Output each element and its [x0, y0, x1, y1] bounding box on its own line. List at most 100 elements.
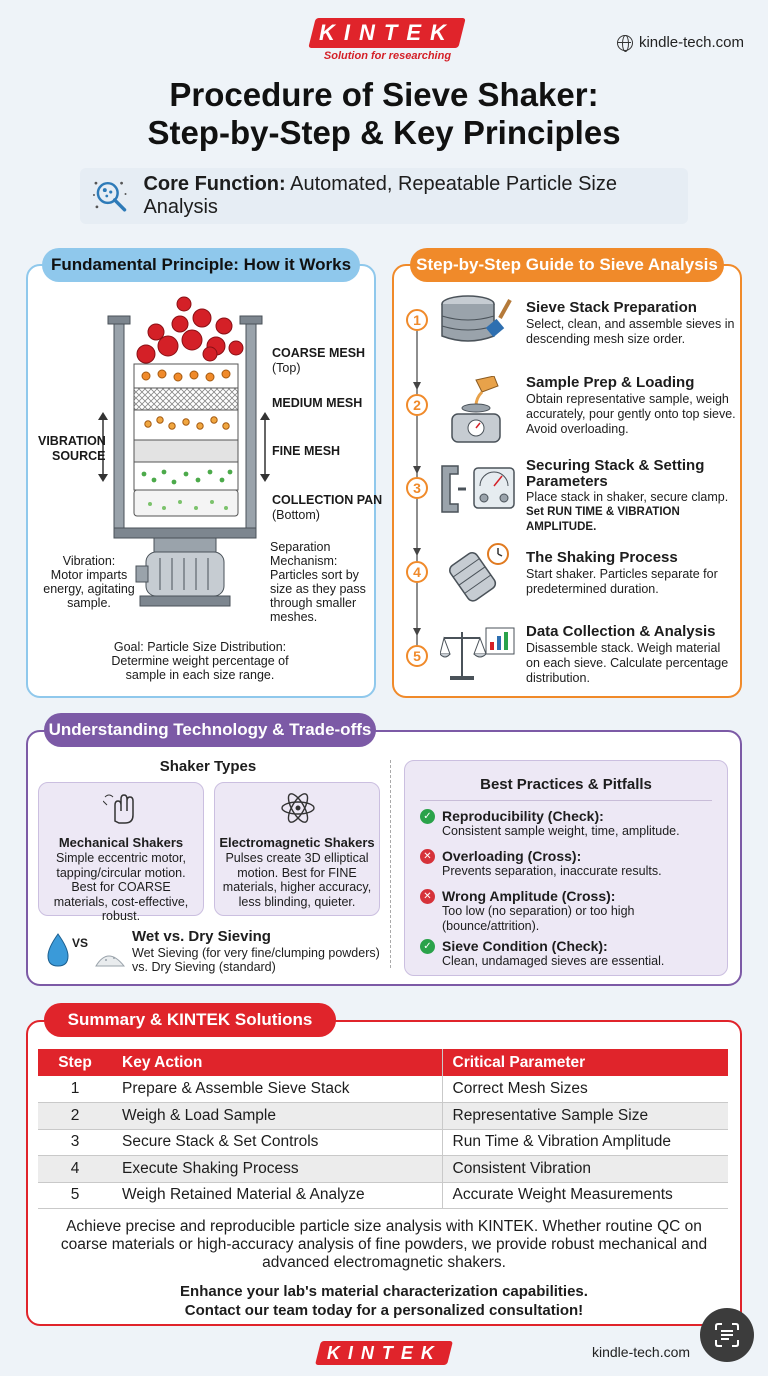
table-row: 5 Weigh Retained Material & Analyze Accu… — [38, 1182, 728, 1209]
cell-action: Weigh Retained Material & Analyze — [112, 1182, 442, 1209]
title-line-1: Procedure of Sieve Shaker: — [169, 76, 599, 113]
table-row: 1 Prepare & Assemble Sieve Stack Correct… — [38, 1076, 728, 1103]
cell-parameter: Run Time & Vibration Amplitude — [441, 1129, 728, 1156]
bp-item-sieve-condition: ✓ Sieve Condition (Check): Clean, undama… — [420, 938, 710, 969]
wet-vs-dry-icon — [47, 933, 126, 967]
kintek-logo[interactable]: KINTEK — [308, 18, 466, 48]
goal-desc-1: Determine weight percentage of — [111, 654, 289, 668]
fine-mesh-label: FINE MESH — [272, 444, 341, 458]
best-practices-title: Best Practices & Pitfalls — [480, 776, 652, 793]
bp-item-wrong-amplitude: ✕ Wrong Amplitude (Cross): Too low (no s… — [420, 888, 710, 933]
cell-step: 3 — [38, 1129, 112, 1156]
bp-title: Overloading (Cross): — [442, 848, 582, 864]
check-icon: ✓ — [420, 809, 435, 824]
bp-desc: Clean, undamaged sieves are essential. — [442, 954, 665, 968]
electromagnetic-desc: Pulses create 3D elliptical motion. Best… — [222, 851, 372, 909]
separation-desc-2: size as they pass — [270, 582, 366, 596]
cell-action: Prepare & Assemble Sieve Stack — [112, 1076, 442, 1103]
tech-divider — [390, 760, 391, 968]
vibration-note: Vibration: Motor imparts energy, agitati… — [30, 554, 148, 610]
mechanical-card: Mechanical Shakers Simple eccentric moto… — [38, 782, 204, 923]
summary-heading: Summary & KINTEK Solutions — [44, 1003, 336, 1037]
step-4-desc: Start shaker. Particles separate for pre… — [526, 567, 718, 596]
vibration-desc-1: Motor imparts — [50, 568, 128, 582]
core-label: Core Function: — [143, 173, 286, 195]
vibration-desc-2: energy, agitating — [43, 582, 135, 596]
electromagnetic-card: Electromagnetic Shakers Pulses create 3D… — [214, 782, 380, 916]
website-link[interactable]: kindle-tech.com — [616, 34, 744, 52]
goal-title: Goal: Particle Size Distribution: — [113, 640, 287, 654]
step-4-number: 4 — [406, 561, 428, 583]
cta-line-2: Contact our team today for a personalize… — [184, 1302, 584, 1319]
bp-item-overloading: ✕ Overloading (Cross): Prevents separati… — [420, 848, 710, 879]
separation-desc-3: through smaller — [270, 596, 357, 610]
best-practices-card — [404, 760, 728, 976]
separation-desc-1: Particles sort by — [270, 568, 359, 582]
vibration-source-label-2: SOURCE — [52, 449, 106, 463]
atom-icon — [281, 793, 315, 823]
cta-line-1: Enhance your lab's material characteriza… — [180, 1283, 588, 1300]
bp-title: Reproducibility (Check): — [442, 808, 604, 824]
step-1-number: 1 — [406, 309, 428, 331]
separation-arrow-icon — [260, 412, 270, 482]
vibration-desc-3: sample. — [67, 596, 111, 610]
step-5-desc: Disassemble stack. Weigh material on eac… — [526, 641, 729, 685]
scan-text-button[interactable] — [700, 1308, 754, 1362]
summary-paragraph: Achieve precise and reproducible particl… — [60, 1218, 708, 1271]
core-function-banner: Core Function: Automated, Repeatable Par… — [80, 168, 688, 224]
goal-desc-2: sample in each size range. — [125, 668, 275, 682]
bp-desc: Too low (no separation) or too high (bou… — [442, 904, 635, 933]
table-row: 2 Weigh & Load Sample Representative Sam… — [38, 1102, 728, 1130]
balance-chart-icon — [440, 627, 515, 680]
table-header-row: Step Key Action Critical Parameter — [38, 1049, 728, 1076]
separation-title-1: Separation — [270, 540, 331, 554]
vibration-title: Vibration: — [62, 554, 116, 568]
cell-step: 1 — [38, 1076, 112, 1103]
bp-title: Sieve Condition (Check): — [442, 938, 608, 954]
cell-action: Secure Stack & Set Controls — [112, 1129, 442, 1156]
shaking-timer-icon — [449, 543, 509, 602]
electromagnetic-title: Electromagnetic Shakers — [219, 835, 375, 850]
cell-parameter: Correct Mesh Sizes — [441, 1076, 728, 1103]
vibration-source-label-1: VIBRATION — [38, 434, 106, 448]
table-row: 4 Execute Shaking Process Consistent Vib… — [38, 1155, 728, 1183]
col-critical-parameter: Critical Parameter — [441, 1049, 728, 1076]
step-3-number: 3 — [406, 477, 428, 499]
cell-step: 4 — [38, 1155, 112, 1183]
website-text: kindle-tech.com — [638, 34, 744, 51]
title-line-2: Step-by-Step & Key Principles — [147, 114, 621, 151]
logo-text: KINTEK — [319, 20, 455, 45]
cell-parameter: Accurate Weight Measurements — [441, 1182, 728, 1209]
step-3-desc: Place stack in shaker, secure clamp. — [526, 490, 729, 504]
footer-logo-text: KINTEK — [326, 1342, 442, 1363]
step-3-title: Securing Stack & Setting Parameters — [526, 457, 705, 490]
wet-dry-desc-2: vs. Dry Sieving (standard) — [132, 960, 276, 974]
scan-text-icon — [715, 1323, 739, 1347]
cell-parameter: Representative Sample Size — [441, 1102, 728, 1130]
clamp-gauge-icon — [441, 465, 515, 513]
step-2-desc: Obtain representative sample, weigh accu… — [526, 392, 736, 436]
separation-note: Separation Mechanism: Particles sort by … — [270, 540, 370, 624]
tapping-hand-icon — [103, 794, 134, 824]
steps-heading: Step-by-Step Guide to Sieve Analysis — [410, 248, 724, 282]
table-row: 3 Secure Stack & Set Controls Run Time &… — [38, 1129, 728, 1156]
tagline: Solution for researching — [323, 50, 452, 62]
coarse-mesh-sub: (Top) — [272, 361, 301, 375]
step-2-number: 2 — [406, 394, 428, 416]
summary-table: Step Key Action Critical Parameter 1 Pre… — [38, 1049, 728, 1209]
mechanical-desc: Simple eccentric motor, tapping/circular… — [53, 851, 189, 923]
step-3-desc-wrap: Place stack in shaker, secure clamp. Set… — [526, 490, 736, 535]
cell-step: 5 — [38, 1182, 112, 1209]
col-step: Step — [38, 1049, 112, 1076]
footer-website[interactable]: kindle-tech.com — [592, 1344, 691, 1360]
step-4-title: The Shaking Process — [526, 549, 678, 566]
scale-pour-icon — [451, 376, 501, 443]
core-text: Automated, Repeatable Particle Size Anal… — [143, 173, 617, 218]
bp-desc: Consistent sample weight, time, amplitud… — [442, 824, 680, 838]
collection-pan-sub: (Bottom) — [272, 508, 320, 522]
step-3-desc-bold: Set RUN TIME & VIBRATION AMPLITUDE. — [526, 506, 680, 533]
vibration-arrow-icon — [98, 412, 108, 482]
mechanical-title: Mechanical Shakers — [58, 835, 184, 850]
footer-logo[interactable]: KINTEK — [315, 1341, 453, 1365]
shaker-types-title: Shaker Types — [159, 758, 257, 775]
